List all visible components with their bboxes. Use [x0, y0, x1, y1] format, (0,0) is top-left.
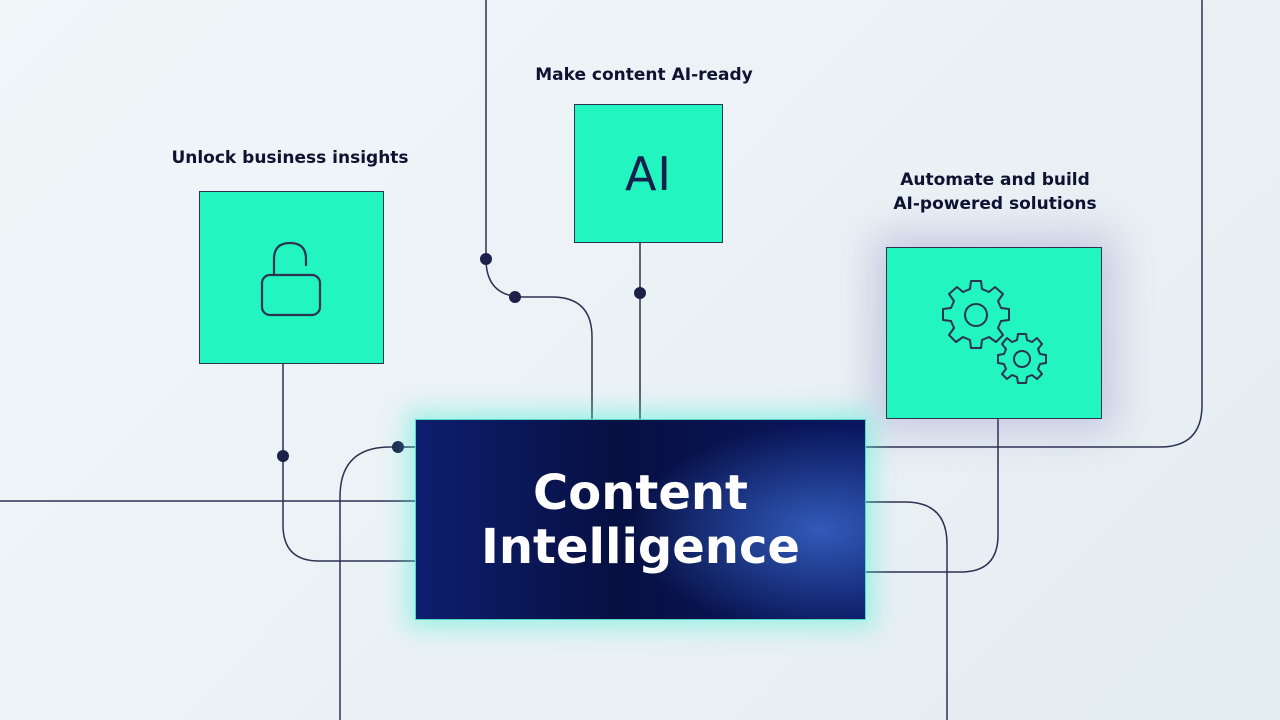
wire-gears-to-hub	[866, 419, 999, 573]
wire-top-branch	[485, 0, 593, 419]
ai-ready-tile: AI	[574, 104, 723, 243]
ai-ready-caption: Make content AI-ready	[514, 63, 774, 87]
wire-right-lower	[866, 501, 948, 720]
junction-dot	[634, 287, 646, 299]
unlock-insights-tile	[199, 191, 384, 364]
wire-hub-left-curve	[339, 446, 415, 720]
wire-right-outer	[866, 0, 1203, 448]
caption-text: Unlock business insights	[171, 148, 409, 168]
junction-dot	[480, 253, 492, 265]
automate-caption: Automate and build AI-powered solutions	[865, 168, 1125, 216]
hub-title-line-2: Intelligence	[481, 518, 800, 575]
automate-tile	[886, 247, 1102, 419]
unlock-insights-caption: Unlock business insights	[160, 146, 420, 170]
caption-line-2: AI-powered solutions	[893, 194, 1097, 214]
caption-line-1: Automate and build	[900, 170, 1090, 190]
ai-icon-text: AI	[624, 146, 673, 201]
content-intelligence-hub: Content Intelligence	[415, 419, 866, 620]
unlocked-padlock-icon	[260, 241, 321, 316]
junction-dot	[509, 291, 521, 303]
wire-lock-to-hub	[282, 364, 415, 562]
caption-text: Make content AI-ready	[535, 65, 753, 85]
gears-icon	[942, 280, 1047, 384]
hub-title-line-1: Content	[533, 464, 748, 521]
junction-dot	[392, 441, 404, 453]
junction-dot	[277, 450, 289, 462]
